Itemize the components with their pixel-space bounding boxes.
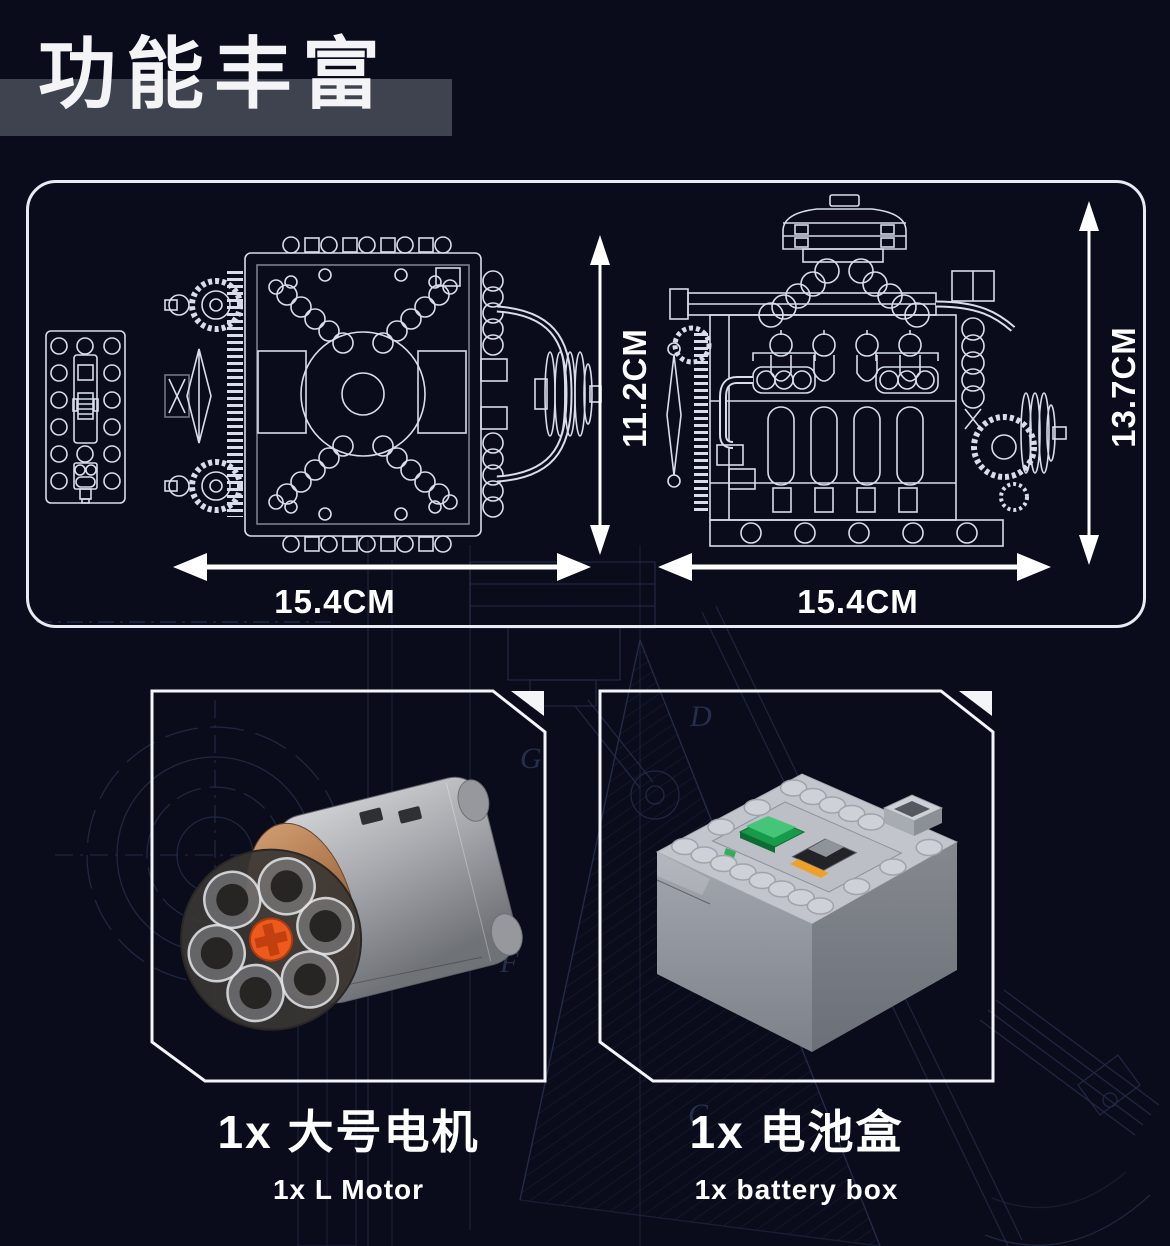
part-card-battery-frame [598, 689, 995, 1083]
engine-top-view-drawing [164, 236, 602, 553]
bg-letter-g: G [520, 742, 542, 775]
page-title: 功能丰富 [38, 30, 391, 118]
battery-studs [671, 779, 943, 915]
l-motor-photo [180, 776, 523, 1031]
part-caption-battery: 1x 电池盒 1x battery box [600, 1096, 993, 1206]
bg-letter-d: D [689, 700, 712, 733]
dimensions-panel: 11.2CM 13.7CM 15.4CM 15.4CM [26, 180, 1146, 628]
right-height-dimension-label: 13.7CM [1105, 326, 1142, 448]
part-name-cn: 1x 大号电机 [217, 1106, 480, 1158]
left-height-dimension-label: 11.2CM [616, 328, 653, 448]
dimension-annotations: 11.2CM 13.7CM 15.4CM 15.4CM [173, 201, 1142, 620]
left-width-dimension-label: 15.4CM [274, 583, 396, 620]
battery-box-photo [655, 773, 959, 1052]
part-caption-motor: 1x 大号电机 1x L Motor [152, 1096, 545, 1206]
part-name-en: 1x L Motor [272, 1174, 425, 1205]
part-card-motor-frame [150, 689, 547, 1083]
battery-box-blueprint [45, 330, 126, 504]
engine-side-view-drawing [666, 194, 1067, 547]
right-width-dimension-label: 15.4CM [797, 583, 919, 620]
corner-accent-icon [511, 691, 544, 716]
part-name-cn: 1x 电池盒 [689, 1106, 904, 1158]
blueprint-drawing: 11.2CM 13.7CM 15.4CM 15.4CM [45, 194, 1142, 620]
motor-pin-sockets [187, 857, 355, 1023]
part-name-en: 1x battery box [694, 1174, 899, 1205]
title-highlight-bar [0, 79, 452, 136]
bg-letter-c: C [688, 1098, 709, 1131]
corner-accent-icon [959, 691, 992, 716]
